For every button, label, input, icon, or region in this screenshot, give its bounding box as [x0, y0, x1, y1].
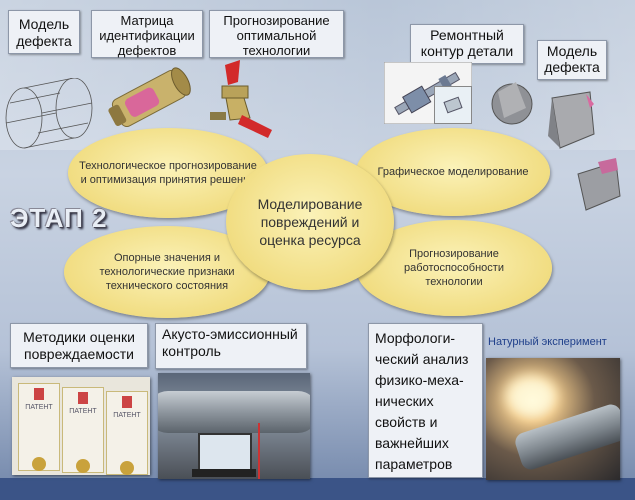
defect-matrix-box: Матрица идентификации дефектов	[91, 10, 203, 58]
defect-model-box-2: Модель дефекта	[537, 40, 607, 80]
repair-part-illustration	[384, 62, 472, 124]
defect-model-label: Модель дефекта	[16, 16, 72, 49]
optimal-tech-label: Прогнозирование оптимальной технологии	[223, 13, 330, 58]
defect-model-box: Модель дефекта	[8, 10, 80, 54]
patent-1-stamp	[32, 457, 46, 471]
morphology-label: Морфологи-ческий анализ физико-меха-ниче…	[375, 330, 469, 472]
ellipse-damage-modeling-center: Моделирование повреждений и оценка ресур…	[226, 154, 394, 290]
cable-line	[258, 423, 260, 479]
patent-3-stamp	[120, 461, 134, 475]
acoustic-emission-label: Акусто-эмиссионный контроль	[162, 326, 298, 359]
damage-methods-box: Методики оценки повреждаемости	[10, 323, 148, 368]
stage-label: ЭТАП 2	[10, 203, 108, 233]
wireframe-cylinder-illustration	[5, 78, 93, 149]
patent-1-title: ПАТЕНТ	[25, 404, 53, 411]
repair-detail-tile	[434, 86, 472, 124]
patent-2-stamp	[76, 459, 90, 473]
experiment-label: Натурный эксперимент	[488, 336, 607, 348]
field-experiment-photo	[486, 358, 620, 480]
defect-solid-illustration	[491, 82, 621, 211]
morphology-box: Морфологи-ческий анализ физико-меха-ниче…	[368, 323, 483, 478]
patent-document-2: ПАТЕНТ	[62, 387, 104, 473]
patent-document-3: ПАТЕНТ	[106, 391, 148, 475]
patent-2-seal	[78, 392, 88, 404]
defect-matrix-label: Матрица идентификации дефектов	[99, 13, 195, 58]
background-bottom-strip	[0, 478, 635, 500]
repair-contour-label: Ремонтный контур детали	[420, 27, 514, 59]
ellipse-graphic-modeling-label: Графическое моделирование	[377, 166, 529, 178]
ellipse-performance-forecast-label: Прогнозирование работоспособности технол…	[404, 248, 504, 288]
patent-1-seal	[34, 388, 44, 400]
pipe-shape	[158, 391, 310, 433]
laptop-shape	[198, 433, 252, 473]
repair-detail-shape	[443, 96, 463, 114]
ellipse-technological-forecasting-label: Технологическое прогнозирование и оптими…	[79, 160, 257, 186]
ellipse-graphic-modeling: Графическое моделирование	[356, 128, 550, 216]
optimal-tech-box: Прогнозирование оптимальной технологии	[209, 10, 344, 58]
acoustic-emission-box: Акусто-эмиссионный контроль	[155, 323, 307, 369]
patent-2-title: ПАТЕНТ	[69, 408, 97, 415]
acoustic-control-photo	[158, 373, 310, 479]
patent-3-title: ПАТЕНТ	[113, 412, 141, 419]
technology-robot-illustration	[210, 60, 272, 138]
defect-model-2-label: Модель дефекта	[544, 43, 600, 75]
ellipse-damage-modeling-label: Моделирование повреждений и оценка ресур…	[257, 196, 363, 248]
repair-contour-box: Ремонтный контур детали	[410, 24, 524, 64]
defect-matrix-cylinder-illustration	[108, 67, 191, 128]
patent-3-seal	[122, 396, 132, 408]
patents-photo: ПАТЕНТ ПАТЕНТ ПАТЕНТ	[12, 377, 150, 475]
sparks-glow	[506, 376, 556, 416]
damage-methods-label: Методики оценки повреждаемости	[23, 329, 135, 362]
ellipse-reference-values-label: Опорные значения и технологические призн…	[99, 252, 235, 292]
laptop-base	[192, 469, 256, 477]
patent-document-1: ПАТЕНТ	[18, 383, 60, 471]
